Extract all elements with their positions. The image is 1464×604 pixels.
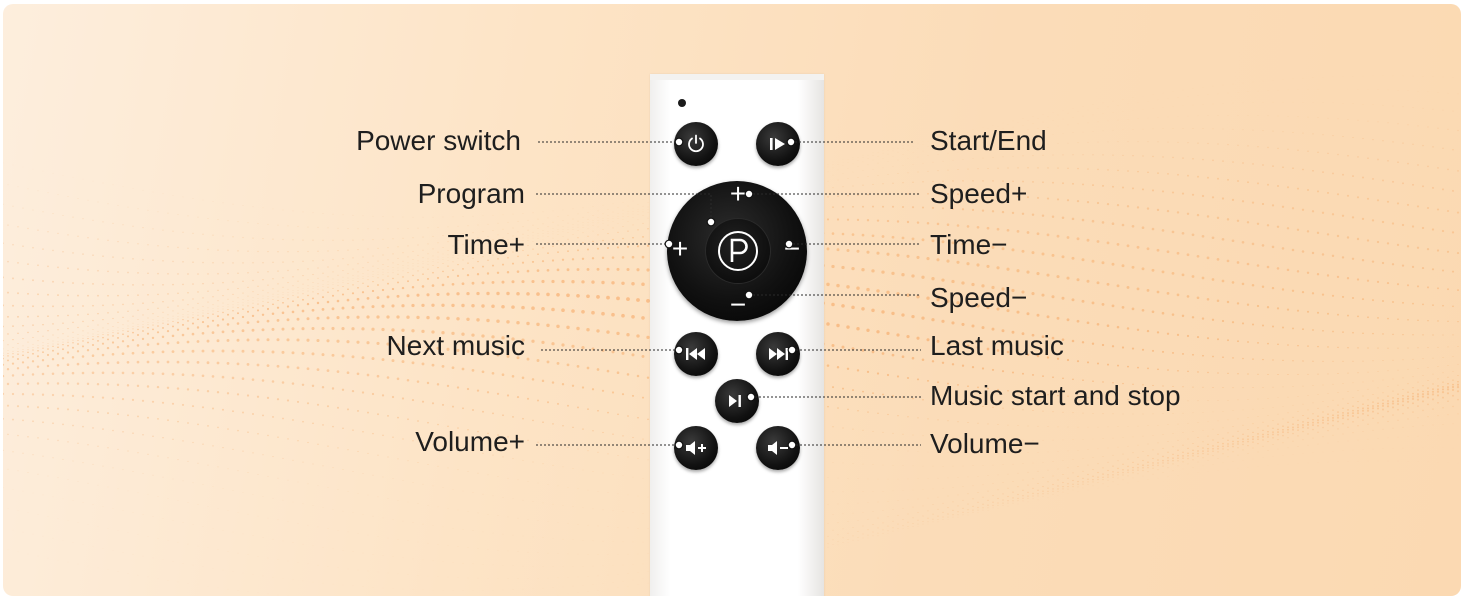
label-start-end: Start/End [930,124,1047,158]
label-speed-plus: Speed+ [930,177,1027,211]
label-next-music: Next music [293,329,525,363]
product-illustration: + + − − [3,4,1461,596]
label-volume-plus: Volume+ [293,425,525,459]
label-volume-minus: Volume− [930,427,1040,461]
label-time-minus: Time− [930,228,1008,262]
label-power-switch: Power switch [293,124,521,158]
callout-lines [3,4,1461,596]
line-program [536,194,711,222]
label-program: Program [293,177,525,211]
label-last-music: Last music [930,329,1064,363]
label-music-start-stop: Music start and stop [930,379,1181,413]
label-time-plus: Time+ [293,228,525,262]
label-speed-minus: Speed− [930,281,1027,315]
